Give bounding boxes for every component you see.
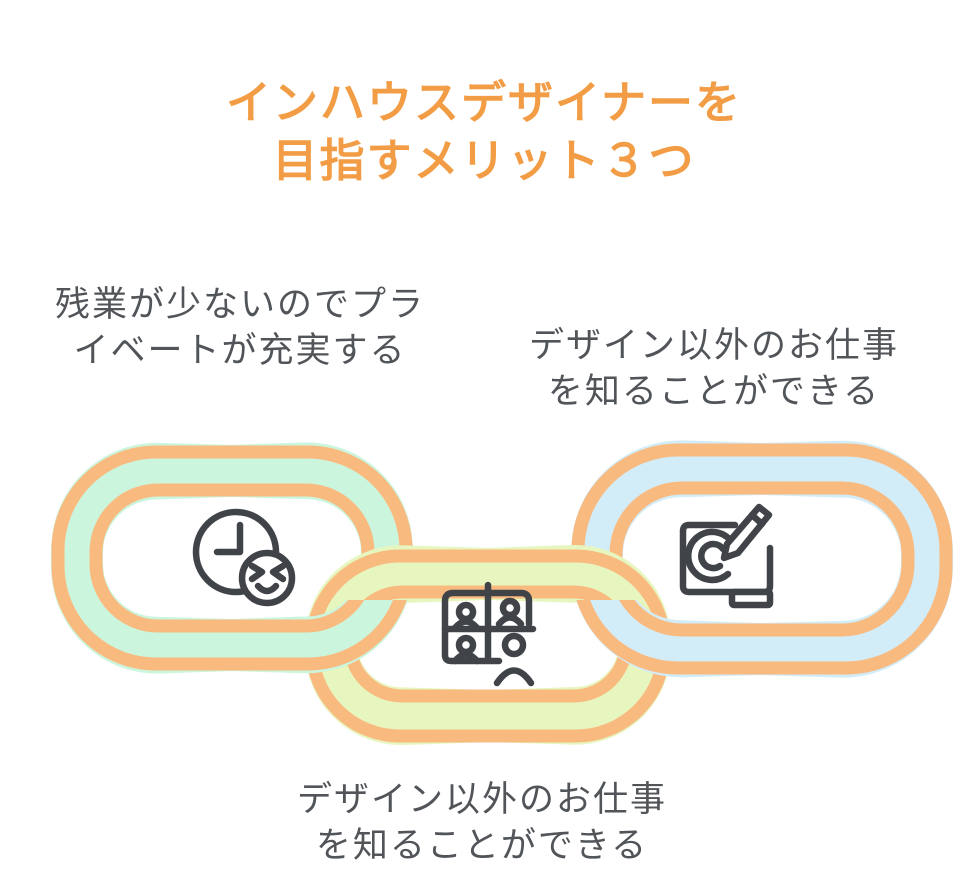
benefit-label-private-time: 残業が少ないのでプラ イベートが充実する	[14, 282, 466, 374]
benefit-label-private-time-line-1: 残業が少ないのでプラ	[54, 285, 425, 324]
viewer-head	[501, 632, 527, 658]
title-line-2: 目指すメリット３つ	[272, 134, 696, 186]
viewer-shoulders	[493, 667, 535, 687]
title-line-1: インハウスデザイナーを	[225, 77, 743, 128]
participant-top-left-head	[455, 601, 477, 623]
page-title: インハウスデザイナーを 目指すメリット３つ	[0, 74, 968, 189]
benefit-label-other-work-right: デザイン以外のお仕事 を知ることができる	[488, 323, 940, 415]
smile-mouth	[254, 582, 280, 595]
participant-top-right-shoulders	[495, 614, 525, 628]
benefit-label-other-work-right-line-1: デザイン以外のお仕事	[528, 326, 899, 365]
ripple-arc-small	[698, 540, 727, 572]
pencil-eraser-band	[748, 511, 766, 528]
participant-bottom-left-head	[455, 634, 477, 656]
participant-top-right-head	[499, 597, 521, 619]
ripple-arc-large	[685, 528, 735, 584]
benefit-label-private-time-line-2: イベートが充実する	[73, 331, 407, 371]
benefit-label-other-work-bottom-line-2: を知ることができる	[315, 826, 649, 866]
participant-top-left-shoulders	[451, 618, 481, 632]
smile-right-eye	[269, 562, 287, 583]
meeting-grid-frame	[441, 589, 533, 665]
pencil	[720, 503, 773, 562]
clock-smile-icon	[192, 508, 296, 607]
participant-bottom-left-shoulders	[451, 651, 481, 665]
tablet-button	[728, 588, 774, 609]
clock-hands	[213, 521, 244, 556]
smile-left-eye	[248, 562, 266, 583]
benefit-label-other-work-right-line-2: を知ることができる	[547, 372, 881, 412]
video-meeting-icon	[441, 581, 537, 687]
benefit-label-other-work-bottom-line-1: デザイン以外のお仕事	[296, 780, 667, 819]
pen-tablet-icon	[679, 503, 774, 609]
benefit-label-other-work-bottom: デザイン以外のお仕事 を知ることができる	[254, 777, 710, 869]
